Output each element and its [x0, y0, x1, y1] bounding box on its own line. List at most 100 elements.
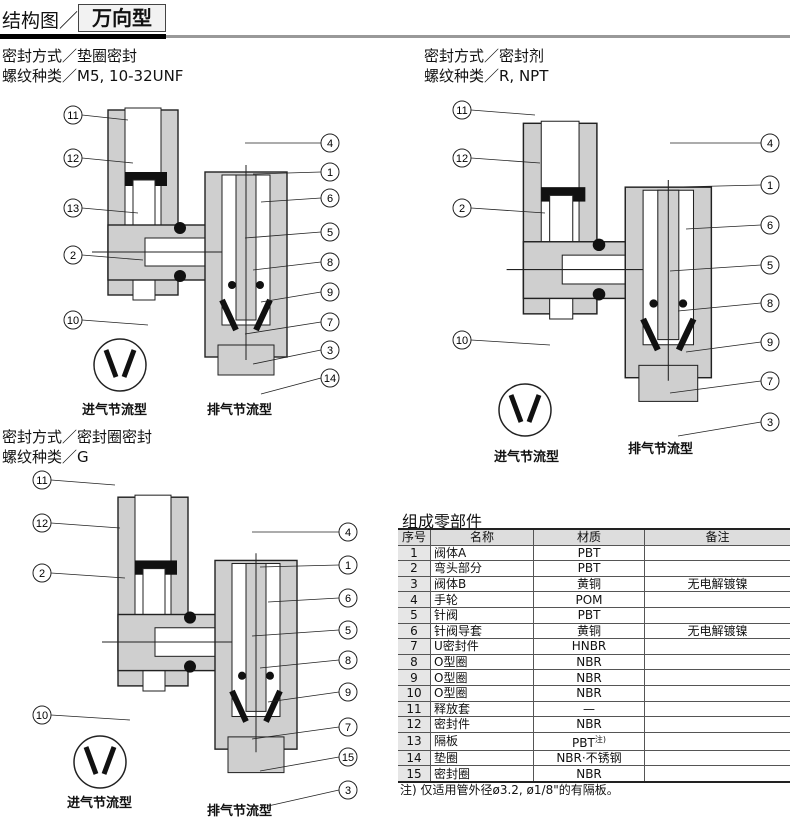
- callout-number: 9: [327, 287, 333, 299]
- o-ring-10: [174, 270, 186, 282]
- o-ring-8: [649, 299, 658, 308]
- part-name: O型圈: [430, 653, 534, 671]
- callout-number: 4: [345, 527, 351, 539]
- part-name: 手轮: [430, 591, 534, 608]
- u-seal-detail: [83, 746, 117, 775]
- callout-number: 3: [345, 785, 351, 797]
- inlet-throttle-label: 进气节流型: [82, 403, 148, 418]
- part-name: 阀体B: [430, 575, 534, 593]
- part-no: 11: [398, 700, 431, 718]
- part-material: NBR: [533, 716, 645, 733]
- part-name: 针阀导套: [430, 622, 534, 640]
- callout-circle: [320, 312, 340, 332]
- footnote-mark: 注): [594, 734, 606, 744]
- leader-line: [260, 197, 322, 203]
- u-seal-7: [229, 689, 283, 723]
- o-ring-10: [184, 611, 196, 624]
- callout-number: 6: [345, 593, 351, 605]
- callout-circle: [338, 650, 358, 670]
- callout-number: 2: [459, 203, 465, 215]
- leader-line: [260, 377, 322, 395]
- table-footnote: 注) 仅适用管外径ø3.2, ø1/8"的有隔板。: [400, 783, 619, 797]
- callout-number: 13: [67, 203, 79, 215]
- callout-number: 4: [327, 138, 333, 150]
- section-title: 结构图／: [2, 10, 79, 32]
- callout-circle: [320, 368, 340, 388]
- leader-line: [81, 254, 144, 261]
- callout-circle: [320, 282, 340, 302]
- callout-number: 1: [767, 180, 773, 192]
- leader-line: [470, 207, 546, 214]
- callout-circle: [32, 470, 52, 490]
- callout-circle: [338, 717, 358, 737]
- part-no: 7: [398, 638, 431, 655]
- seal-method: 密封方式／密封剂: [424, 47, 545, 65]
- type-label-box: 万向型: [78, 4, 166, 32]
- callout-circle: [320, 133, 340, 153]
- callout-number: 14: [324, 373, 336, 385]
- callout-number: 3: [767, 417, 773, 429]
- part-no: 9: [398, 669, 431, 686]
- col-name: 名称: [430, 528, 534, 546]
- part-no: 2: [398, 560, 431, 577]
- part-name: 密封件: [430, 716, 534, 733]
- part-no: 1: [398, 544, 431, 562]
- seal-method: 密封方式／密封圈密封: [2, 428, 153, 446]
- parts-table-title: 组成零部件: [402, 512, 483, 531]
- part-remarks: 无电解镀镍: [644, 622, 790, 640]
- callout-circle: [32, 705, 52, 725]
- leader-line: [685, 341, 762, 353]
- part-remarks: [644, 606, 790, 624]
- callout-circle: [63, 245, 83, 265]
- o-ring-8: [228, 281, 236, 289]
- callout-circle: [452, 100, 472, 120]
- header-rule-light: [166, 35, 790, 38]
- table-header-row: 序号 名称 材质 备注: [398, 528, 790, 546]
- callout-number: 8: [345, 655, 351, 667]
- exhaust-throttle-label: 排气节流型: [207, 403, 273, 418]
- callout-number: 7: [345, 722, 351, 734]
- callout-circle: [760, 293, 780, 313]
- callout-circle: [452, 198, 472, 218]
- leader-line: [244, 231, 322, 239]
- exhaust-throttle-label: 排气节流型: [207, 804, 273, 819]
- part-material: PBT注): [533, 731, 645, 751]
- part-remarks: [644, 700, 790, 718]
- callout-number: 12: [456, 153, 468, 165]
- diagram-1-spec: 密封方式／垫圈密封 螺纹种类／M5, 10-32UNF: [2, 46, 183, 86]
- callout-circle: [338, 620, 358, 640]
- detail-inset: [93, 338, 147, 392]
- leader-line: [267, 597, 340, 603]
- callout-number: 12: [36, 518, 48, 530]
- callout-circle: [338, 555, 358, 575]
- callout-circle: [760, 215, 780, 235]
- part-no: 13: [398, 731, 431, 751]
- leader-line: [81, 319, 149, 326]
- callout-circle: [338, 588, 358, 608]
- callout-circle: [760, 371, 780, 391]
- callout-number: 9: [345, 687, 351, 699]
- part-name: 弯头部分: [430, 560, 534, 577]
- callout-number: 8: [327, 257, 333, 269]
- callout-circle: [338, 747, 358, 767]
- callout-number: 1: [327, 167, 333, 179]
- callout-circle: [320, 252, 340, 272]
- part-material: NBR: [533, 684, 645, 702]
- part-name: 密封圈: [430, 765, 534, 783]
- leader-line: [252, 171, 322, 175]
- callout-number: 7: [767, 376, 773, 388]
- leader-line: [260, 291, 322, 303]
- part-name: O型圈: [430, 684, 534, 702]
- callout-circle: [320, 222, 340, 242]
- o-ring-8: [238, 671, 246, 680]
- leader-line: [669, 380, 762, 394]
- part-no: 10: [398, 684, 431, 702]
